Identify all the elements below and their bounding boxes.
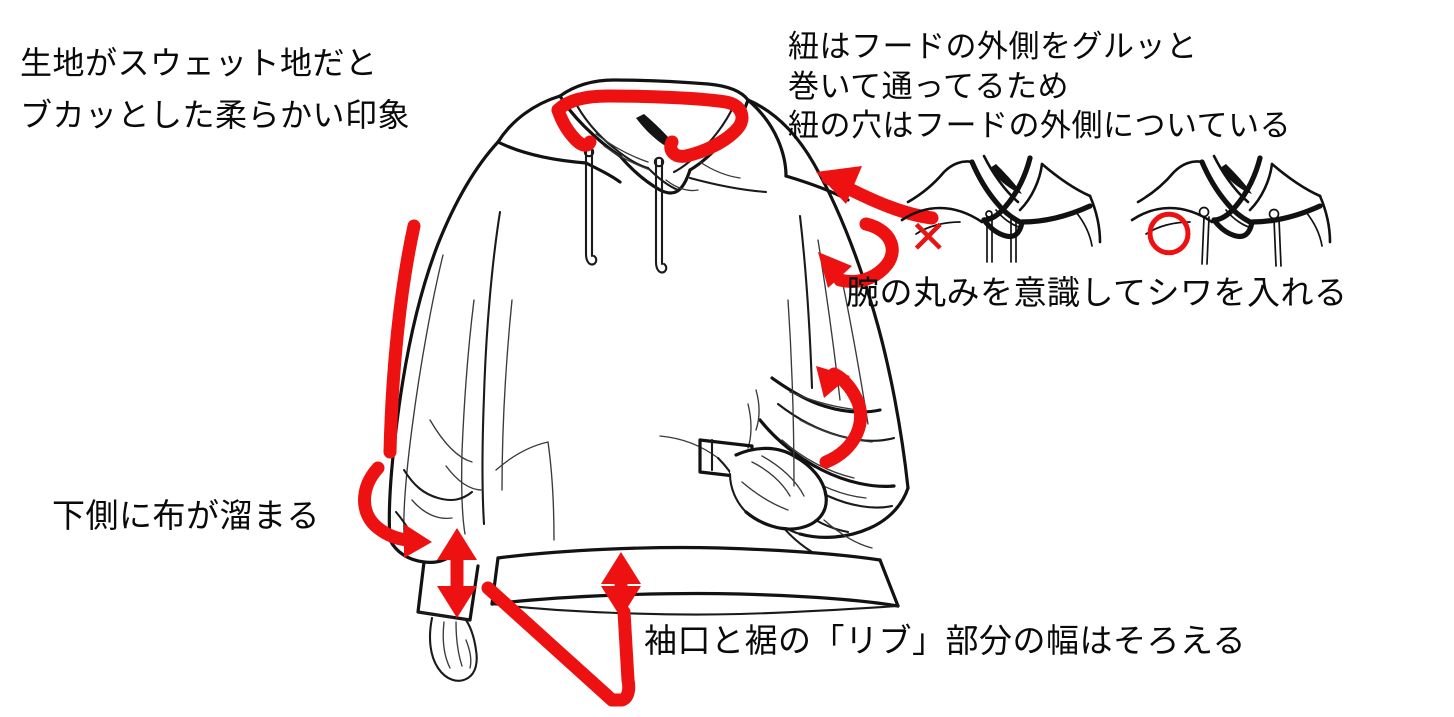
rib-link-bracket <box>481 581 636 707</box>
note-fabric-gathers-bottom: 下側に布が溜まる <box>52 496 320 535</box>
hoodie-body-group <box>387 78 914 682</box>
hem-width-arrow <box>601 552 641 618</box>
left-sleeve-edge-line <box>383 219 421 459</box>
note-fabric-impression: 生地がスウェット地だと ブカッとした柔らかい印象 <box>20 44 411 134</box>
note-arm-roundness-wrinkles: 腕の丸みを意識してシワを入れる <box>846 273 1348 312</box>
note-drawstring-routing: 紐はフードの外側をグルッと 巻いて通ってるため 紐の穴はフードの外側についている <box>788 29 1292 145</box>
gather-hook-arrow <box>358 461 432 558</box>
cross-mark-icon: ✕ <box>909 210 948 264</box>
circle-mark-icon: 〇 <box>1146 208 1192 262</box>
note-rib-width-match: 袖口と裾の「リブ」部分の幅はそろえる <box>644 621 1247 660</box>
cuff-width-arrow <box>437 528 477 618</box>
hood-edge-trace-annotation <box>551 89 749 163</box>
forearm-wrinkle-arrow <box>816 366 867 469</box>
